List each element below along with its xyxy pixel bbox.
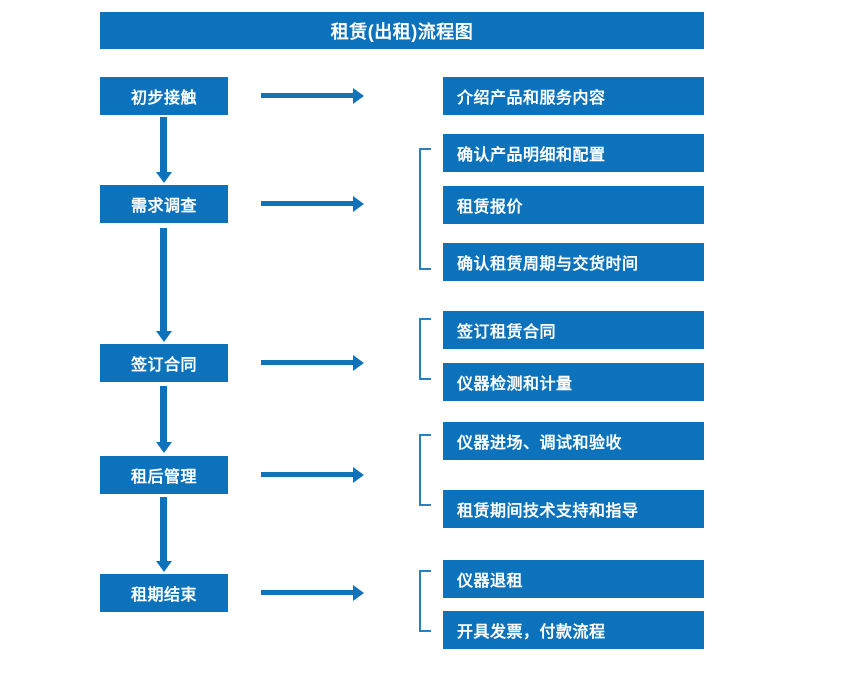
stage-box-requirement-survey[interactable]: 需求调查 [100, 185, 228, 223]
detail-box-confirm-period-delivery[interactable]: 确认租赁周期与交货时间 [443, 243, 704, 281]
stage-box-post-rental-management[interactable]: 租后管理 [100, 456, 228, 494]
group-bracket-2 [419, 148, 431, 270]
detail-box-instrument-return[interactable]: 仪器退租 [443, 560, 704, 598]
detail-box-technical-support[interactable]: 租赁期间技术支持和指导 [443, 490, 704, 528]
detail-box-confirm-product-spec[interactable]: 确认产品明细和配置 [443, 134, 704, 172]
flow-arrow-right-4 [261, 472, 353, 477]
flow-arrow-down-1 [160, 117, 167, 172]
detail-box-introduce-products[interactable]: 介绍产品和服务内容 [443, 77, 704, 115]
detail-box-instrument-onsite-acceptance[interactable]: 仪器进场、调试和验收 [443, 422, 704, 460]
group-bracket-5 [419, 570, 431, 632]
flow-arrow-down-4 [160, 497, 167, 561]
detail-box-invoice-payment[interactable]: 开具发票，付款流程 [443, 611, 704, 649]
flow-arrow-right-5 [261, 590, 353, 595]
stage-box-initial-contact[interactable]: 初步接触 [100, 77, 228, 115]
flow-arrow-down-2 [160, 228, 167, 331]
flowchart-title: 租赁(出租)流程图 [100, 12, 704, 49]
flow-arrow-right-1 [261, 93, 353, 98]
group-bracket-4 [419, 434, 431, 506]
detail-box-rental-quotation[interactable]: 租赁报价 [443, 186, 704, 224]
group-bracket-3 [419, 318, 431, 380]
detail-box-instrument-inspection[interactable]: 仪器检测和计量 [443, 363, 704, 401]
flow-arrow-right-2 [261, 201, 353, 206]
flow-arrow-right-3 [261, 360, 353, 365]
detail-box-sign-rental-contract[interactable]: 签订租赁合同 [443, 311, 704, 349]
flow-arrow-down-3 [160, 386, 167, 442]
stage-box-sign-contract[interactable]: 签订合同 [100, 344, 228, 382]
stage-box-rental-end[interactable]: 租期结束 [100, 574, 228, 612]
